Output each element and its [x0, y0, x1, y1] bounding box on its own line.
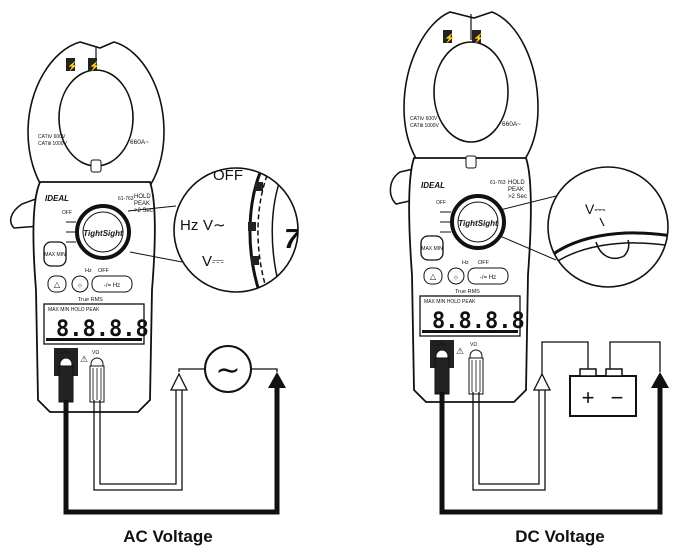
left-red-test-lead — [93, 388, 183, 491]
right-zoom-connector-2 — [499, 235, 557, 261]
right-hold-label: HOLD — [508, 180, 525, 186]
right-brand-logo: IDEAL — [421, 181, 445, 190]
right-delta-button[interactable] — [423, 267, 443, 285]
left-jaw-opening — [58, 69, 134, 167]
left-ac-source-symbol: ∼ — [215, 354, 240, 387]
right-delta-icon: △ — [430, 272, 437, 281]
right-zoom-vdc-label: V⎓ — [585, 201, 606, 217]
right-model-number: 61-763 — [490, 180, 506, 186]
left-zoom-vac-label: V∼ — [203, 217, 226, 234]
left-warning-triangle: ⚠ — [80, 354, 88, 364]
left-hold-label: HOLD — [134, 194, 151, 200]
left-black-probe-arrow — [268, 372, 286, 388]
left-red-probe-arrow — [169, 372, 189, 391]
right-lcd-display — [419, 295, 521, 337]
left-lcd-header: MAX MIN HOLD PEAK — [48, 307, 100, 313]
left-hz-button-label: Hz — [85, 268, 92, 274]
left-max-min-button[interactable] — [43, 241, 67, 267]
right-battery-minus: − — [611, 385, 624, 410]
right-max-min-label: MAX MIN — [421, 246, 443, 252]
right-battery-plus: + — [582, 385, 595, 410]
left-warning-icon: ⚡ — [67, 60, 78, 72]
left-com-label: COM — [57, 350, 69, 356]
right-black-probe-plug — [434, 357, 450, 395]
right-zoom-connector — [499, 195, 557, 211]
left-ac-circuit-wire — [178, 368, 278, 372]
left-brand-logo: IDEAL — [45, 194, 69, 203]
left-dial-logo: TightSight — [83, 229, 123, 238]
right-hz-button[interactable] — [467, 267, 509, 285]
left-max-min-label: MAX MIN — [44, 252, 66, 258]
right-hz-button-text: -/= Hz — [480, 275, 496, 281]
right-jaw-rating: 660A~ — [502, 121, 521, 128]
left-ac-source — [204, 345, 252, 393]
right-clamp-meter: ⚡ ⚡ CATⅣ 600V CATⅢ 1000V 660A~ IDEAL 61-… — [389, 11, 539, 403]
left-dial-off-label: OFF — [62, 210, 72, 216]
left-true-rms-label: True RMS — [78, 297, 103, 303]
right-dc-circuit-wire — [541, 341, 661, 374]
right-dial-logo: TightSight — [458, 219, 498, 228]
right-red-test-lead — [472, 390, 546, 491]
right-caption: DC Voltage — [515, 527, 604, 546]
left-delta-button[interactable] — [47, 275, 67, 293]
right-warning-triangle: ⚠ — [456, 346, 464, 356]
right-peak-time: >2 Sec — [508, 194, 527, 200]
left-hz-button-text: -/= Hz — [104, 283, 120, 289]
left-zoom-off-label: OFF — [213, 167, 243, 184]
left-warning-icon-2: ⚡ — [89, 60, 100, 72]
left-black-probe-plug — [58, 365, 74, 403]
left-cat-iii-label: CATⅢ 1000V — [38, 141, 68, 147]
left-cat-iv-label: CATⅣ 600V — [38, 134, 66, 140]
right-peak-label: PEAK — [508, 187, 524, 193]
right-volt-label: VΩ — [470, 342, 477, 348]
right-lcd-digits: 8.8.8.8 — [432, 309, 525, 334]
right-lcd-header: MAX MIN HOLD PEAK — [424, 299, 476, 305]
right-red-probe-arrow — [532, 372, 552, 391]
left-zoom-connector — [127, 205, 177, 212]
left-zoom-hz-label: Hz — [180, 217, 198, 234]
left-zoom-connector-2 — [129, 251, 183, 263]
right-true-rms-label: True RMS — [455, 289, 480, 295]
right-dial-off-label: OFF — [436, 200, 446, 206]
right-cat-iii-label: CATⅢ 1000V — [410, 123, 440, 129]
left-off-button-label: OFF — [98, 268, 110, 274]
right-cat-iv-label: CATⅣ 600V — [410, 116, 438, 122]
left-peak-time: >2 Sec — [134, 208, 153, 214]
right-zoom-callout: V⎓ — [547, 166, 669, 288]
right-off-button-label: OFF — [478, 260, 490, 266]
left-lcd-digits: 8.8.8.8 — [56, 317, 149, 342]
right-battery-terminal-positive — [579, 368, 597, 377]
left-zoom-vdc-label: V⎓ — [202, 253, 224, 270]
right-warning-icon-2: ⚡ — [473, 32, 484, 44]
left-caption: AC Voltage — [123, 527, 212, 546]
left-model-number: 61-763 — [118, 196, 134, 202]
right-warning-icon: ⚡ — [444, 32, 455, 44]
right-black-test-lead — [439, 388, 663, 515]
left-peak-label: PEAK — [134, 201, 150, 207]
left-hz-button[interactable] — [91, 275, 133, 293]
right-com-label: COM — [433, 342, 445, 348]
right-hz-button-label: Hz — [462, 260, 469, 266]
right-backlight-button[interactable] — [447, 267, 465, 285]
right-jaw-opening — [433, 41, 509, 143]
left-lcd-display — [43, 303, 145, 345]
right-battery — [569, 375, 637, 417]
right-black-probe-arrow — [651, 372, 669, 388]
left-backlight-icon: ☼ — [77, 282, 83, 289]
left-zoom-edge-digit: 7 — [284, 223, 301, 254]
left-backlight-button[interactable] — [71, 275, 89, 293]
left-jaw-rating: 660A~ — [130, 139, 149, 146]
left-clamp-meter: ⚡ ⚡ CATⅣ 600V CATⅢ 1000V 660A~ IDEAL 61-… — [9, 41, 165, 413]
right-battery-terminal-negative — [605, 368, 623, 377]
left-black-test-lead — [63, 388, 280, 515]
left-zoom-callout: 7 OFF Hz V∼ V⎓ — [173, 167, 301, 293]
right-backlight-icon: ☼ — [453, 274, 459, 281]
left-delta-icon: △ — [54, 280, 61, 289]
left-volt-label: VΩ — [92, 350, 99, 356]
right-max-min-button[interactable] — [420, 235, 444, 261]
